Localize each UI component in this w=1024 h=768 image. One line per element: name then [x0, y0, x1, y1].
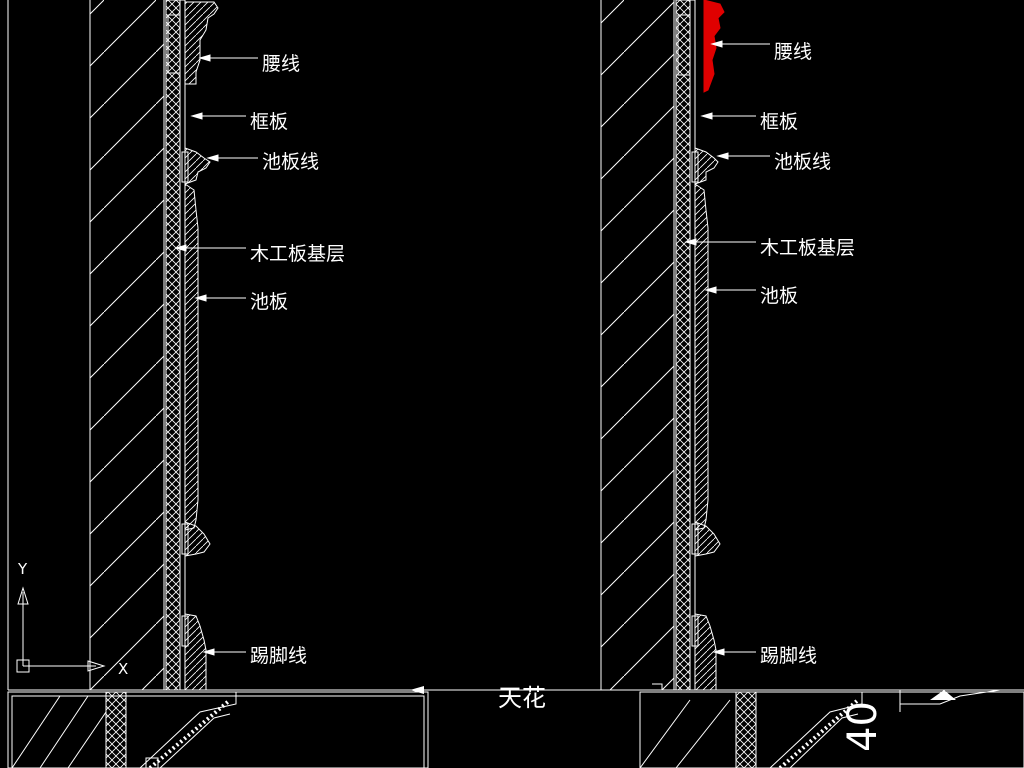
left-plywood-strip — [165, 0, 181, 691]
ceiling-label: 天花 — [498, 684, 546, 712]
ceiling-detail-strip — [7, 683, 1024, 768]
left-panel — [184, 183, 199, 531]
right-wall-section: 腰线 框板 池板线 木工板基层 池板 踢脚线 — [600, 0, 855, 691]
right-panel — [694, 183, 709, 531]
ucs-x-label: X — [118, 660, 128, 678]
left-wall-hatch — [90, 0, 164, 690]
ucs-y-label: Y — [17, 560, 28, 578]
right-waist-molding-highlighted — [703, 0, 725, 93]
right-plywood-strip — [675, 0, 691, 691]
left-panel-line-top — [184, 147, 211, 185]
right-wall-hatch — [601, 0, 674, 690]
left-waist-molding — [184, 1, 219, 85]
right-panel-line-top — [694, 147, 719, 185]
left-label-panel: 池板 — [250, 291, 288, 313]
right-label-waist-line: 腰线 — [774, 41, 812, 63]
right-label-skirting-line: 踢脚线 — [760, 645, 817, 667]
left-label-panel-line: 池板线 — [262, 151, 319, 173]
left-label-skirting-line: 踢脚线 — [250, 645, 307, 667]
ucs-icon — [16, 586, 106, 673]
left-wall-section: 腰线 框板 池板线 木工板基层 池板 踢脚线 — [89, 0, 345, 691]
left-panel-line-bottom — [184, 521, 211, 557]
right-label-panel: 池板 — [760, 285, 798, 307]
left-label-plywood-base: 木工板基层 — [250, 243, 345, 265]
dimension-text: 40 — [840, 701, 886, 752]
left-label-frame-board: 框板 — [250, 111, 288, 133]
right-label-frame-board: 框板 — [760, 111, 798, 133]
right-panel-line-bottom — [694, 521, 721, 557]
left-label-waist-line: 腰线 — [262, 53, 300, 75]
right-label-panel-line: 池板线 — [774, 151, 831, 173]
right-label-plywood-base: 木工板基层 — [760, 237, 855, 259]
